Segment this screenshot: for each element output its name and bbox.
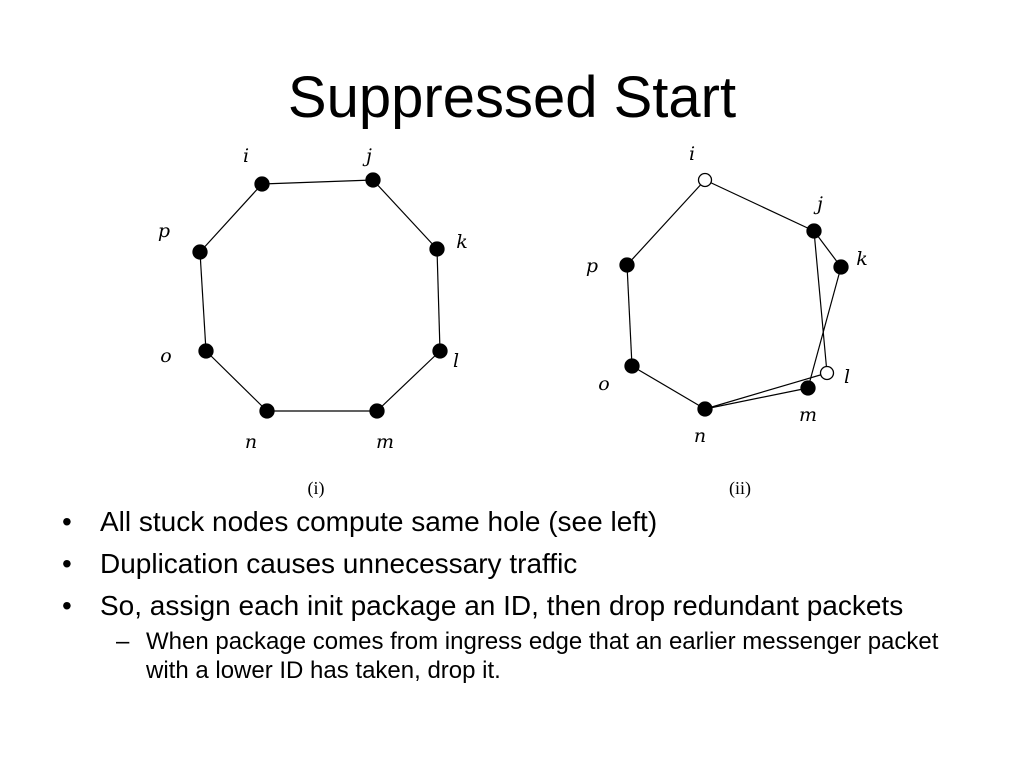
bullet-text: Duplication causes unnecessary traffic (100, 548, 578, 579)
slide-title: Suppressed Start (287, 65, 737, 130)
bullet-item: • Duplication causes unnecessary traffic (0, 547, 1024, 580)
node-label-j: j (362, 145, 372, 167)
sub-bullet-text: When package comes from ingress edge tha… (146, 628, 939, 684)
node-label-l: l (844, 366, 850, 388)
edge-j-l (813, 230, 828, 374)
node-i (697, 172, 713, 188)
node-label-o: o (598, 373, 609, 395)
sub-bullet-item: – When package comes from ingress edge t… (0, 627, 1024, 685)
node-n (259, 403, 275, 419)
edge-m-n (704, 387, 809, 410)
node-k (429, 241, 445, 257)
diagram-i: i j k l m n o p (i) (158, 145, 468, 499)
bullet-item: • So, assign each init package an ID, th… (0, 589, 1024, 622)
node-n (697, 401, 713, 417)
edge-j-k (372, 179, 438, 250)
node-j (365, 172, 381, 188)
node-k (833, 259, 849, 275)
bullet-list: • All stuck nodes compute same hole (see… (0, 505, 1024, 685)
node-o (624, 358, 640, 374)
graph-figure: i j k l m n o p (i) i j k l m n o p (ii) (158, 143, 868, 499)
edge-o-p (626, 264, 633, 367)
edge-k-m (807, 266, 842, 389)
node-label-i: i (689, 143, 695, 165)
edge-i-j (704, 179, 815, 232)
node-label-j: j (813, 193, 823, 215)
edge-p-i (199, 183, 263, 253)
node-label-o: o (160, 345, 171, 367)
node-l (432, 343, 448, 359)
node-l (819, 365, 835, 381)
node-label-i: i (243, 145, 249, 167)
node-label-n: n (694, 425, 706, 447)
edge-i-j (261, 179, 374, 185)
node-p (192, 244, 208, 260)
node-m (369, 403, 385, 419)
node-o (198, 343, 214, 359)
node-p (619, 257, 635, 273)
bullet-marker: • (62, 548, 72, 579)
bullet-text: All stuck nodes compute same hole (see l… (100, 506, 658, 537)
node-label-k: k (856, 248, 868, 270)
node-label-p: p (586, 255, 598, 277)
bullet-item: • All stuck nodes compute same hole (see… (0, 505, 1024, 538)
node-label-m: m (376, 431, 394, 453)
bullet-marker: • (62, 590, 72, 621)
node-label-n: n (245, 431, 257, 453)
node-label-l: l (453, 350, 459, 372)
sub-bullet-marker: – (116, 628, 130, 655)
node-i (254, 176, 270, 192)
node-j (806, 223, 822, 239)
edge-p-i (626, 179, 706, 266)
bullet-marker: • (62, 506, 72, 537)
bullet-text: So, assign each init package an ID, then… (100, 590, 904, 621)
diagram-caption: (ii) (729, 478, 751, 499)
edge-l-n (704, 372, 828, 410)
node-label-k: k (456, 231, 468, 253)
node-label-p: p (158, 220, 170, 242)
edge-n-o (205, 350, 268, 412)
node-m (800, 380, 816, 396)
edge-o-p (199, 251, 207, 352)
edge-k-l (436, 248, 441, 352)
edge-n-o (631, 365, 706, 410)
node-label-m: m (799, 404, 817, 426)
diagram-ii: i j k l m n o p (ii) (586, 143, 868, 499)
edge-l-m (376, 350, 441, 412)
diagram-caption: (i) (308, 478, 325, 499)
